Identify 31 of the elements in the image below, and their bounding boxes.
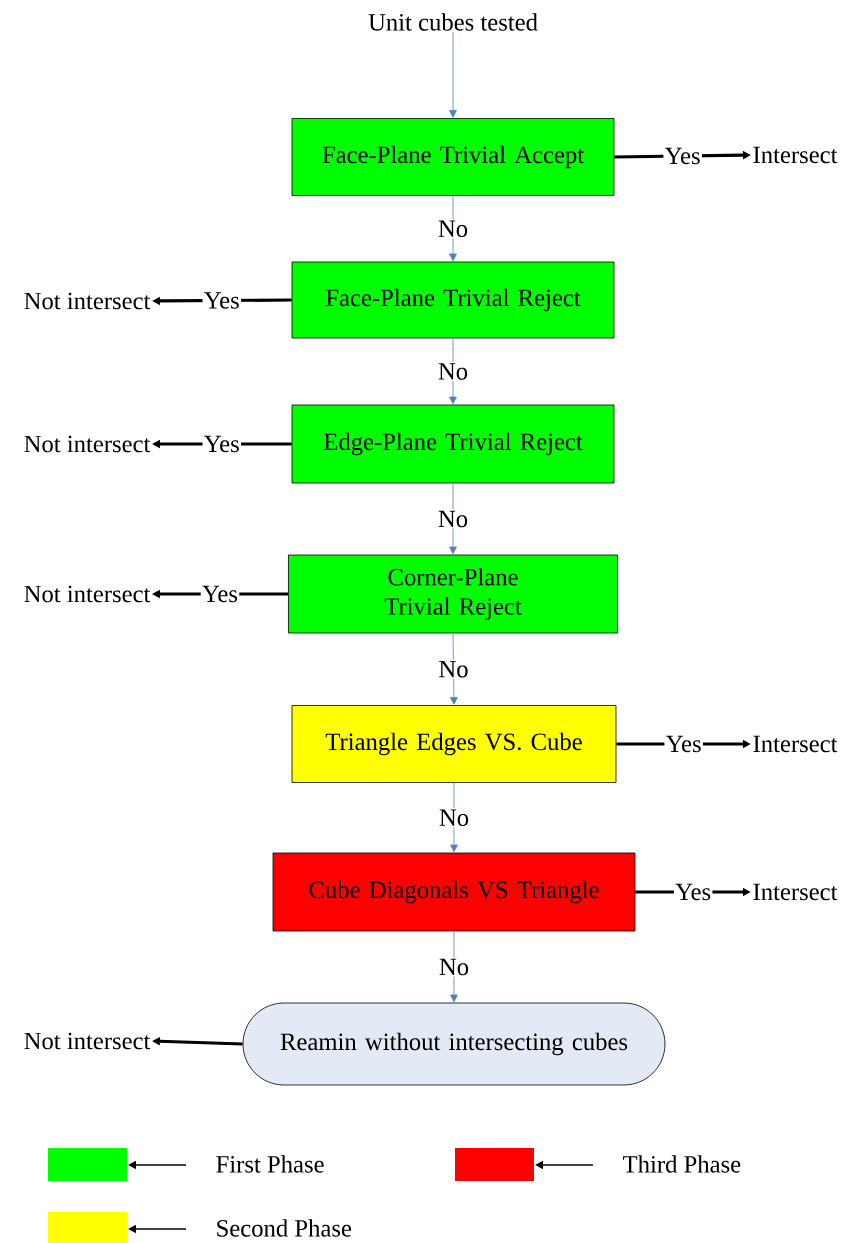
outcome-text: Not intersect — [24, 292, 151, 310]
edge-label: No — [437, 808, 471, 828]
outcome-text: Not intersect — [24, 435, 151, 453]
edge-label: Yes — [663, 146, 702, 166]
edge-label: Yes — [202, 291, 242, 311]
outcome-text: Intersect — [753, 735, 838, 753]
process-box: Corner-Plane Trivial Reject — [288, 554, 618, 634]
edge-label: Yes — [664, 734, 703, 754]
edge-label: No — [437, 659, 470, 679]
legend-label: Third Phase — [623, 1155, 741, 1173]
legend-label: First Phase — [216, 1155, 324, 1173]
edge-label: Yes — [673, 882, 713, 902]
process-box: Cube Diagonals VS Triangle — [272, 852, 636, 932]
edge-label: No — [436, 362, 470, 382]
terminal-box: Reamin without intersecting cubes — [242, 1002, 666, 1086]
edge-label: Yes — [200, 584, 240, 604]
process-box: Face-Plane Trivial Accept — [291, 118, 615, 196]
edge-label: No — [436, 219, 470, 239]
process-box: Face-Plane Trivial Reject — [291, 261, 615, 339]
outcome-text: Intersect — [753, 883, 838, 901]
process-box: Edge-Plane Trivial Reject — [291, 404, 615, 484]
edge-label: No — [437, 957, 471, 977]
outcome-text: Intersect — [753, 146, 838, 164]
outcome-text: Unit cubes tested — [368, 13, 538, 31]
edge-label: No — [436, 509, 470, 529]
arrow — [449, 31, 457, 118]
process-box: Triangle Edges VS. Cube — [291, 705, 617, 783]
edge-label: Yes — [202, 434, 242, 454]
legend-label: Second Phase — [217, 1219, 352, 1237]
outcome-text: Not intersect — [24, 1032, 151, 1050]
outcome-text: Not intersect — [24, 585, 151, 603]
